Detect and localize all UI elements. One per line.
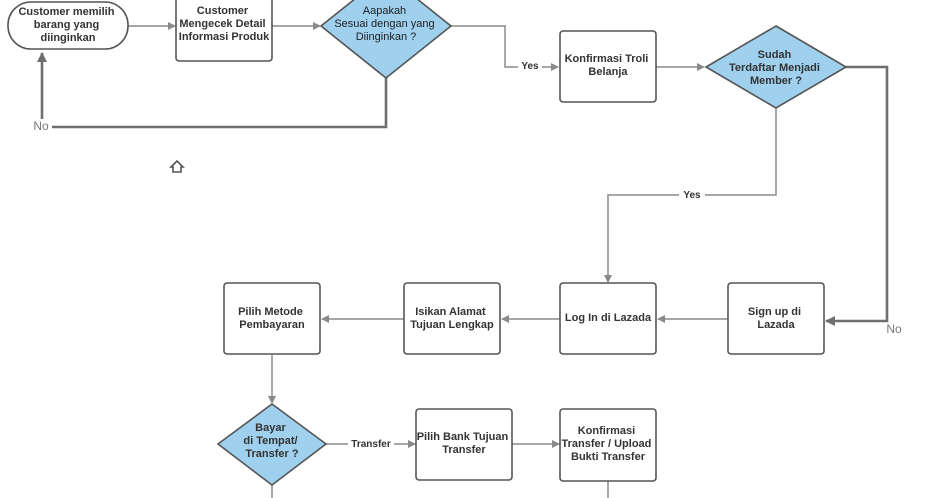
node-check-detail[interactable]: Customer Mengecek Detail Informasi Produ… — [175, 0, 273, 62]
node-address[interactable]: Isikan Alamat Tujuan Lengkap — [403, 282, 501, 355]
edge-label-transfer: Transfer — [348, 437, 394, 450]
node-login[interactable]: Log In di Lazada — [559, 282, 657, 355]
edge-label-no-match: No — [30, 119, 52, 133]
node-bank[interactable]: Pilih Bank Tujuan Transfer — [415, 408, 513, 481]
node-decision-match[interactable]: Aapakah Sesuai dengan yang Diinginkan ? — [319, 0, 453, 80]
node-start[interactable]: Customer memilih barang yang diinginkan — [7, 1, 129, 50]
edge-member-no-to-signup — [825, 65, 889, 326]
edge-label-yes-match: Yes — [518, 59, 542, 72]
node-payment-method[interactable]: Pilih Metode Pembayaran — [223, 282, 321, 355]
node-confirm-transfer[interactable]: Konfirmasi Transfer / Upload Bukti Trans… — [559, 408, 657, 482]
svg-text:Bayar di Tempat/ T: Bayar di Tempat/ Transfer ? — [243, 422, 300, 460]
decision-diamond — [704, 25, 848, 109]
edge-label-yes-member: Yes — [679, 188, 705, 201]
svg-text:Pilih Metode Pembayaran: Pilih Metode Pembayaran — [238, 306, 306, 331]
svg-text:Isikan Alamat Tujuan Len: Isikan Alamat Tujuan Lengkap — [410, 306, 494, 331]
svg-text:Customer Mengecek Detail: Customer Mengecek Detail Informasi Produ… — [179, 5, 270, 43]
home-icon — [169, 159, 185, 173]
edge-label-no-member: No — [886, 322, 902, 336]
svg-text:Aapakah Sesuai dengan ya: Aapakah Sesuai dengan yang Diinginkan ? — [334, 5, 437, 43]
svg-text:Konfirmasi Transfer / Up: Konfirmasi Transfer / Upload Bukti Trans… — [562, 425, 655, 463]
node-signup[interactable]: Sign up di Lazada — [727, 282, 825, 355]
svg-text:Customer memilih barang: Customer memilih barang yang diinginkan — [18, 6, 117, 44]
svg-text:Yes: Yes — [683, 190, 701, 201]
svg-text:Yes: Yes — [521, 61, 539, 72]
svg-text:Konfirmasi Troli Belanja: Konfirmasi Troli Belanja — [565, 53, 652, 78]
svg-text:Sign up di Lazada: Sign up di Lazada — [748, 306, 804, 331]
node-decision-pay[interactable]: Bayar di Tempat/ Transfer ? — [216, 403, 328, 487]
svg-text:No: No — [33, 119, 49, 133]
decision-diamond — [319, 0, 453, 80]
decision-diamond — [216, 403, 328, 487]
svg-text:Log In di Lazada: Log In di Lazada — [565, 312, 652, 324]
edge-decision-no-loop — [37, 52, 388, 129]
svg-text:Transfer: Transfer — [351, 439, 391, 450]
svg-text:Pilih Bank Tujuan Transf: Pilih Bank Tujuan Transfer — [417, 431, 512, 456]
node-decision-member[interactable]: Sudah Terdaftar Menjadi Member ? — [704, 25, 848, 109]
svg-text:Sudah Terdaftar Menjadi: Sudah Terdaftar Menjadi Member ? — [729, 49, 823, 87]
node-confirm-cart[interactable]: Konfirmasi Troli Belanja — [559, 30, 657, 103]
